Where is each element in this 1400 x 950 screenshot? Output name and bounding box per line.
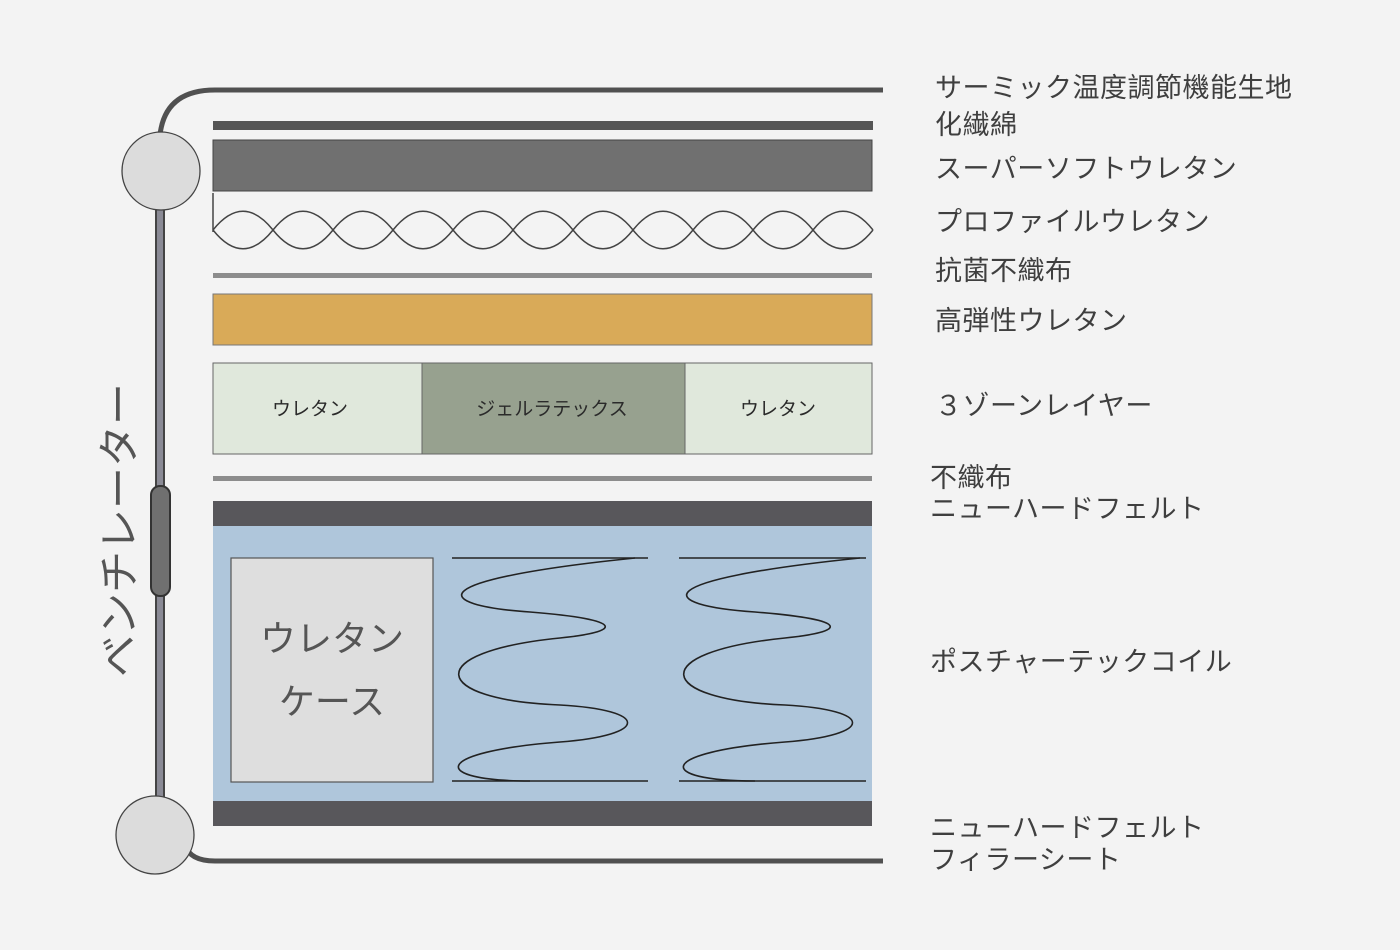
zone-center-gel-latex — [421, 362, 686, 455]
label-new-hard-felt-bottom: ニューハードフェルト — [930, 813, 1205, 844]
label-new-hard-felt-top: ニューハードフェルト — [930, 494, 1205, 525]
coil-spring-2 — [679, 557, 866, 782]
ventilator-label: ベンチレーター — [95, 383, 144, 677]
coil-spring-2-wire — [682, 557, 861, 782]
label-super-soft-urethane: スーパーソフトウレタン — [935, 154, 1238, 185]
high-resilience-urethane-layer — [212, 293, 873, 346]
three-zone-layer: ウレタン ジェルラテックス ウレタン — [212, 362, 873, 455]
label-three-zone-layer: ３ゾーンレイヤー — [935, 391, 1153, 422]
label-antibacterial-nonwoven: 抗菌不織布 — [935, 256, 1073, 287]
zone-center-label: ジェルラテックス — [476, 398, 627, 420]
super-soft-urethane-layer — [212, 139, 873, 192]
label-synthetic-cotton: 化繊綿 — [935, 110, 1018, 141]
label-filler-sheet: フィラーシート — [930, 845, 1122, 876]
coil-spring-1 — [452, 557, 648, 782]
zone-right-urethane — [684, 362, 873, 455]
profile-urethane-layer — [212, 193, 874, 250]
label-high-resilience-urethane: 高弾性ウレタン — [935, 306, 1128, 337]
urethane-case — [230, 557, 434, 783]
label-nonwoven: 不織布 — [930, 463, 1013, 494]
cover-top-line — [157, 87, 883, 136]
ventilator-top-grommet — [121, 131, 201, 211]
new-hard-felt-top-layer — [213, 501, 872, 526]
label-posturetech-coil: ポスチャーテックコイル — [930, 647, 1233, 678]
profile-urethane-top-wave — [212, 210, 874, 232]
nonwoven-line — [213, 476, 872, 481]
profile-urethane-bottom-wave — [212, 228, 874, 250]
antibacterial-nonwoven-line — [213, 273, 872, 278]
ventilator-slot — [150, 485, 171, 597]
zone-left-urethane — [212, 362, 423, 455]
cover-bottom-line — [182, 844, 883, 864]
urethane-case-label-line2: ケース — [279, 682, 385, 723]
zone-left-label: ウレタン — [272, 398, 348, 420]
zone-right-label: ウレタン — [740, 398, 816, 420]
urethane-case-label-line1: ウレタン — [260, 619, 404, 660]
new-hard-felt-bottom-layer — [213, 801, 872, 826]
coil-spring-1-wire — [457, 557, 636, 782]
label-thermic-fabric: サーミック温度調節機能生地 — [935, 73, 1293, 104]
synthetic-cotton-layer — [213, 121, 873, 130]
ventilator-bottom-grommet — [115, 795, 195, 875]
label-profile-urethane: プロファイルウレタン — [935, 207, 1210, 238]
